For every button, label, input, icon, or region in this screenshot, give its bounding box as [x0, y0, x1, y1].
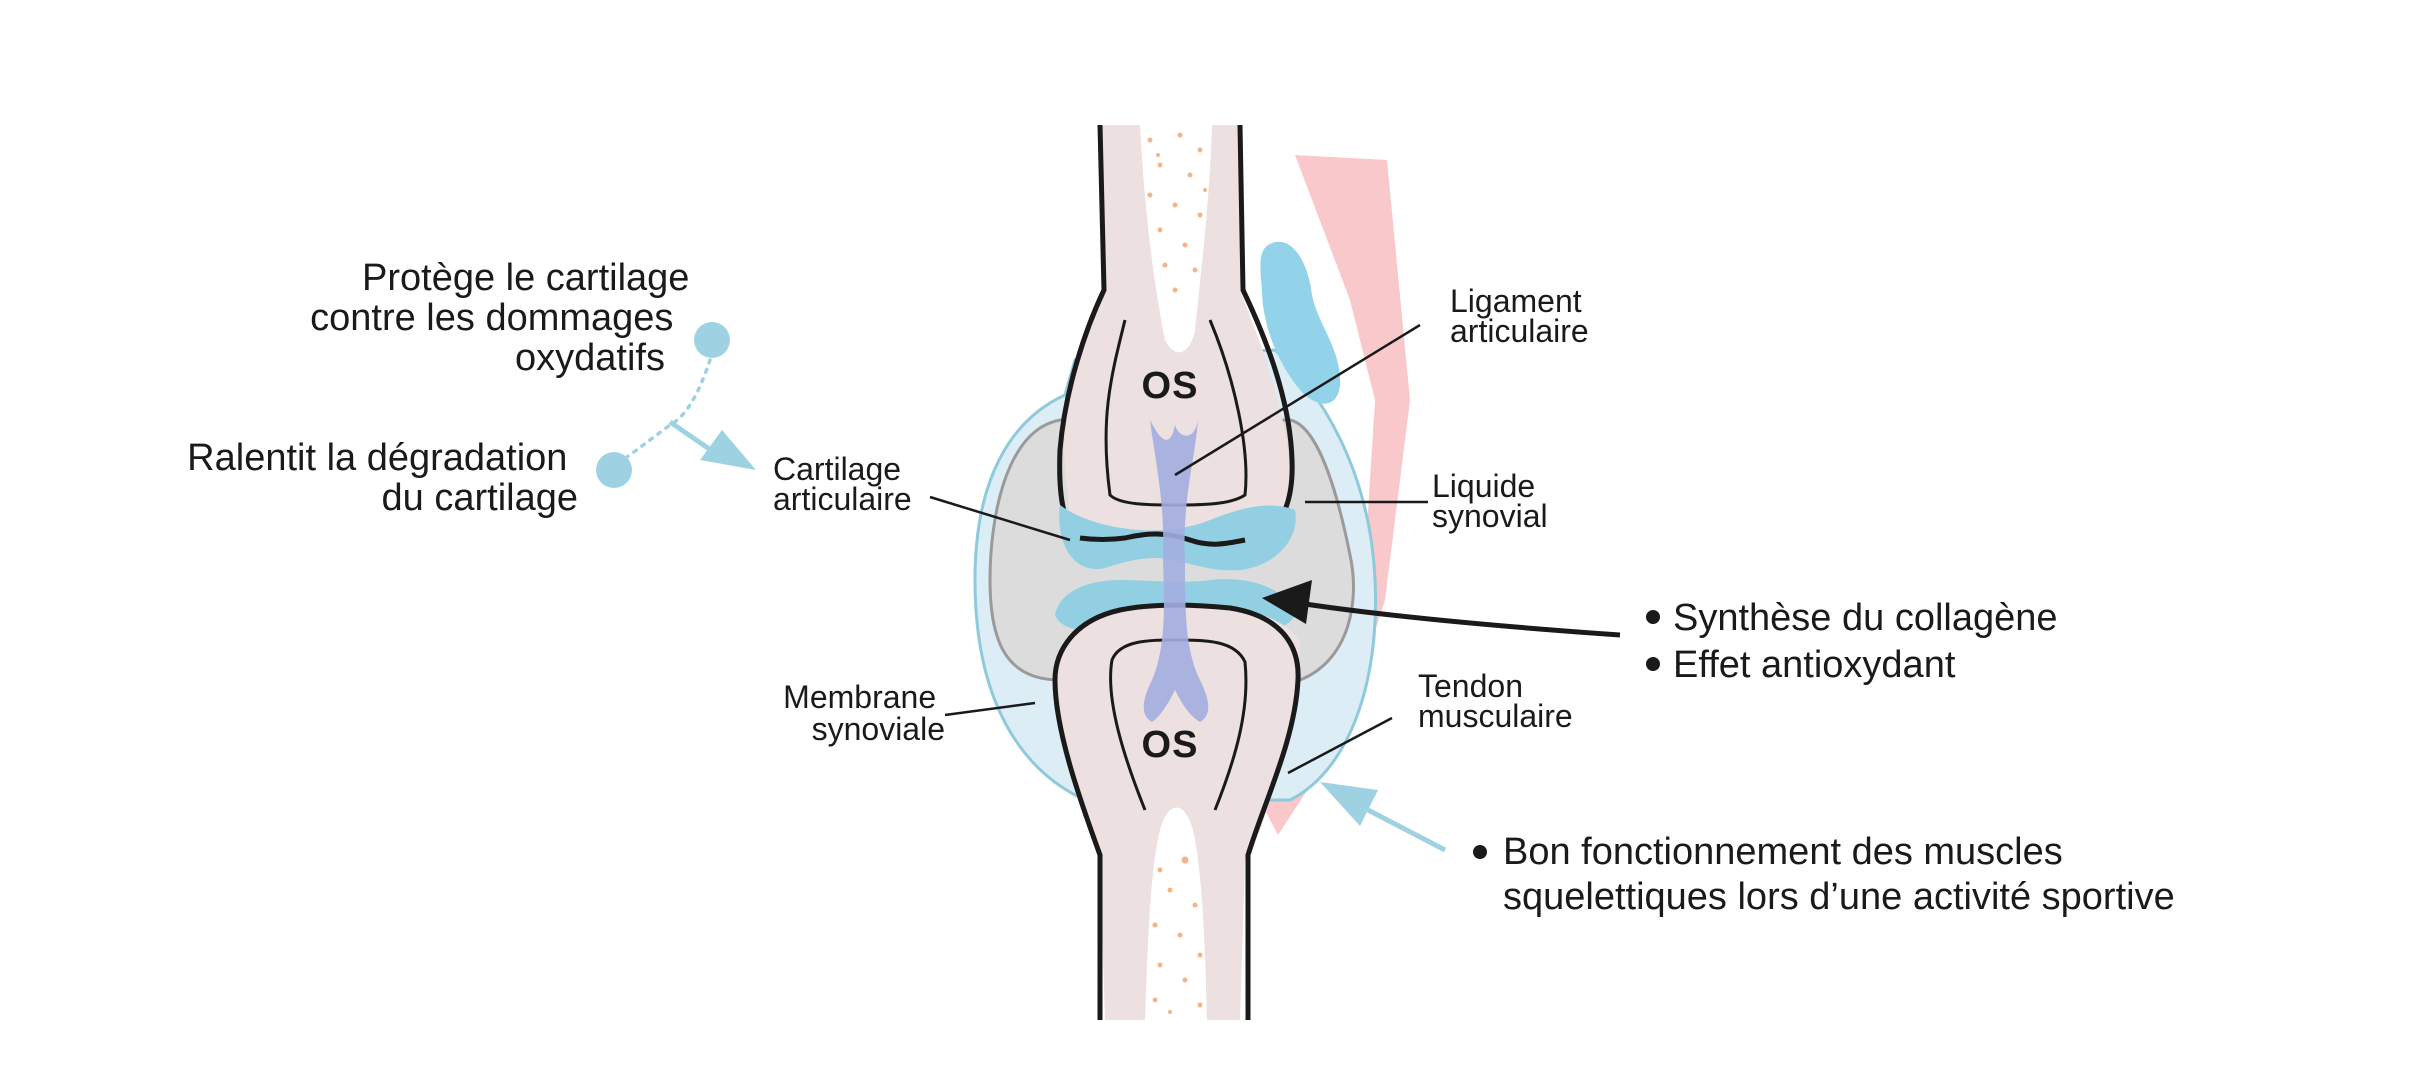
cruciate-ligament: [1143, 420, 1209, 722]
label-ligament: Ligament articulaire: [1450, 283, 1591, 349]
leader-lines: [929, 323, 1428, 775]
muscle-tendon-shape: [1265, 155, 1410, 835]
label-liquid: Liquide synovial: [1432, 468, 1548, 534]
left-effect-slow: Ralentit la dégradation du cartilage: [187, 437, 578, 519]
left-blue-arrow: [668, 419, 756, 470]
top-marrow: [1140, 125, 1212, 353]
bottom-bone-label: OS: [1142, 724, 1199, 766]
lower-blue-arrow: [1320, 782, 1447, 853]
left-effect-protect: Protège le cartilage contre les dommages…: [310, 257, 700, 379]
bullet-muscles: Bon fonctionnement des muscles squeletti…: [1503, 831, 2175, 918]
ligament-blob: [1260, 241, 1341, 404]
connector-dot-slow: [596, 452, 632, 488]
right-black-arrow: [1262, 580, 1621, 638]
bullet-dot-3: [1473, 845, 1487, 859]
label-cartilage: Cartilage articulaire: [773, 451, 912, 517]
bullet-dot-2: [1646, 657, 1660, 671]
connector-dot-protect: [694, 322, 730, 358]
top-bone-label: OS: [1142, 365, 1199, 407]
bullet-antioxidant: Effet antioxydant: [1673, 644, 1956, 686]
top-bone-bottom-outline: [1079, 531, 1246, 547]
marrow-dots: [1147, 132, 1207, 1014]
label-membrane: Membrane synoviale: [783, 679, 945, 747]
bullet-collagen: Synthèse du collagène: [1673, 597, 2058, 639]
label-tendon: Tendon musculaire: [1418, 668, 1573, 734]
bullet-dot-1: [1646, 610, 1660, 624]
